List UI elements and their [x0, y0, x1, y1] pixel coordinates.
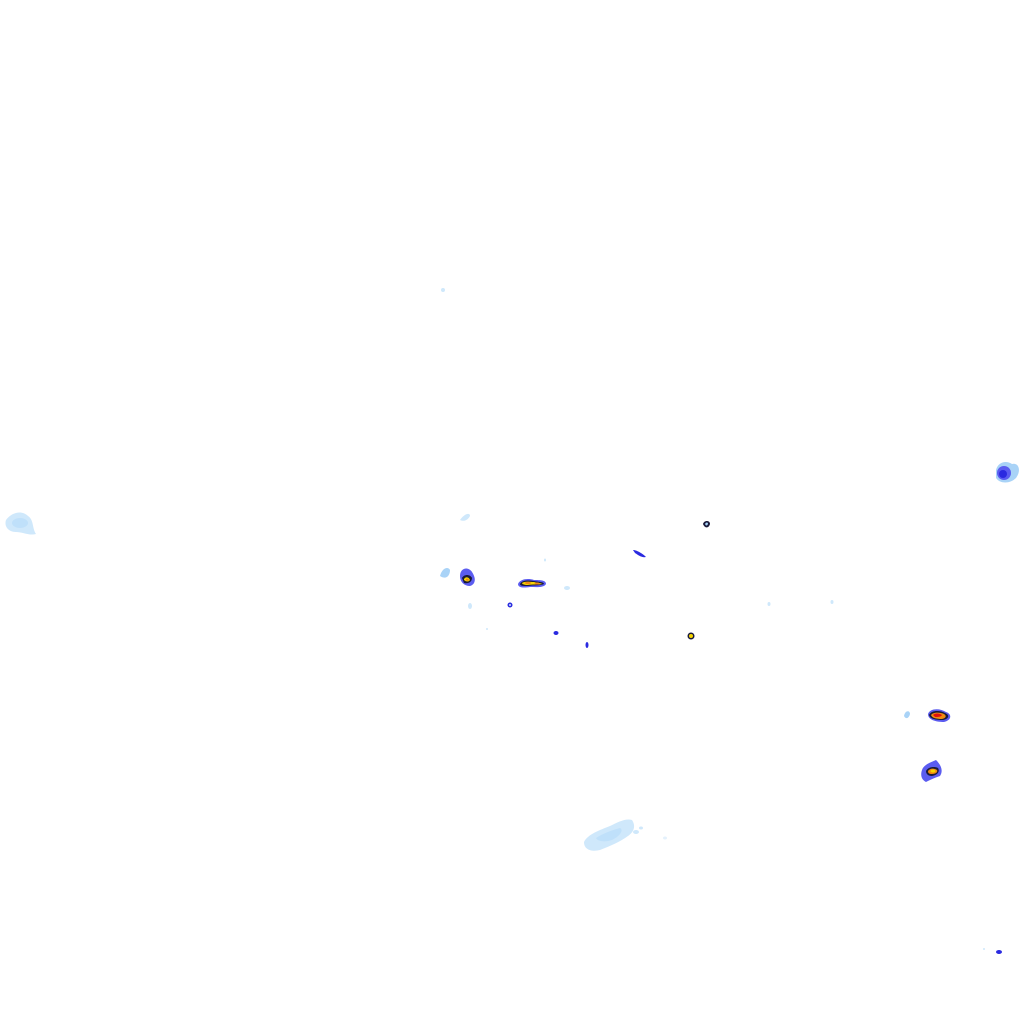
cell-center-dot-1	[553, 631, 559, 635]
cell-center-dot-2	[585, 642, 589, 648]
cell-southeast-storm-2	[921, 760, 942, 782]
cell-center-faint-1	[460, 513, 470, 521]
cell-center-small-ring	[507, 602, 513, 608]
cell-center-east-small	[687, 632, 695, 640]
cell-far-southeast-dot	[983, 948, 1002, 954]
cell-center-faint-2	[440, 558, 834, 630]
cell-north-speck	[441, 288, 445, 292]
cell-southeast-faint	[904, 711, 910, 719]
cell-center-north-ring	[703, 521, 710, 528]
cell-center-line-storm	[518, 579, 546, 588]
cell-east-edge	[996, 462, 1019, 483]
cell-center-streak	[633, 550, 646, 558]
cell-south-cloud	[584, 819, 667, 851]
cell-center-west-storm	[460, 568, 475, 586]
cell-southeast-storm-1	[928, 709, 951, 722]
cell-west-edge	[5, 512, 36, 535]
